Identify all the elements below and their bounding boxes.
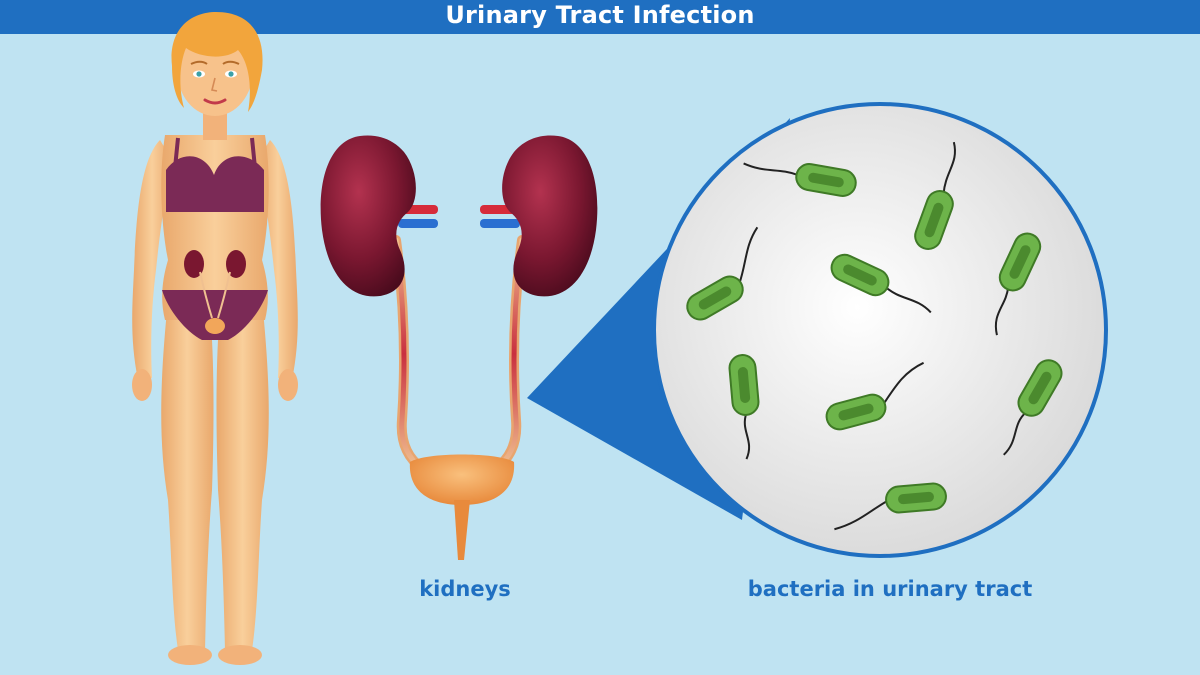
bacterium-icon	[834, 482, 947, 531]
page-title: Urinary Tract Infection	[445, 1, 755, 29]
bladder-icon	[409, 454, 515, 505]
bacterium-icon	[743, 162, 857, 197]
bacterium-icon	[1003, 359, 1063, 456]
kidneys-label: kidneys	[419, 577, 511, 601]
kidney-left-icon	[320, 135, 416, 297]
magnifier-circle	[652, 102, 1108, 558]
bacterium-icon	[686, 226, 759, 321]
bacterium-icon	[825, 361, 925, 431]
magnifier	[527, 102, 1108, 558]
kidney-right-icon	[502, 135, 598, 297]
bacteria-label: bacteria in urinary tract	[747, 577, 1033, 601]
bacterium-icon	[914, 141, 956, 250]
bacterium-icon	[994, 232, 1042, 336]
woman-figure	[132, 12, 298, 665]
bacteria-group	[686, 141, 1063, 531]
bacterium-icon	[728, 354, 760, 460]
urinary-system	[320, 135, 598, 560]
bacterium-icon	[830, 253, 932, 314]
